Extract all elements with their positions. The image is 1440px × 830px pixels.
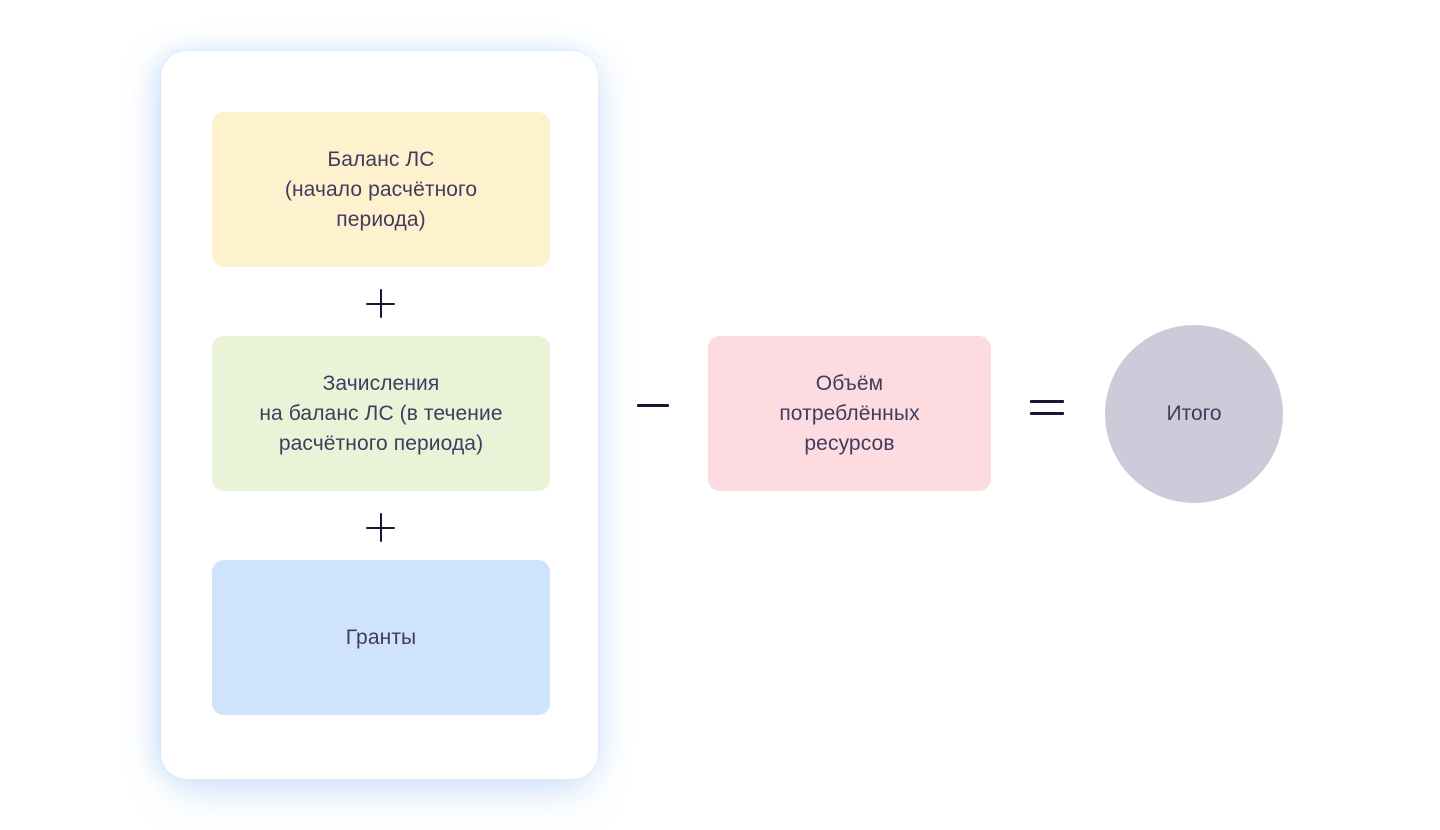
node-total-result[interactable]: Итого <box>1105 325 1283 503</box>
minus-icon-bar <box>637 404 669 407</box>
equals-icon-top-bar <box>1030 400 1064 403</box>
plus-icon-1 <box>366 289 395 318</box>
node-grants[interactable]: Гранты <box>212 560 550 715</box>
node-credits-to-balance[interactable]: Зачисления на баланс ЛС (в течение расчё… <box>212 336 550 491</box>
minus-icon <box>637 404 669 407</box>
equals-icon <box>1030 400 1064 415</box>
node-balance-start-of-period[interactable]: Баланс ЛС (начало расчётного периода) <box>212 112 550 267</box>
equals-icon-bottom-bar <box>1030 412 1064 415</box>
node-consumed-resources[interactable]: Объём потреблённых ресурсов <box>708 336 991 491</box>
plus-icon-2 <box>366 513 395 542</box>
plus-icon-1-vertical-bar <box>379 289 382 318</box>
plus-icon-2-vertical-bar <box>379 513 382 542</box>
